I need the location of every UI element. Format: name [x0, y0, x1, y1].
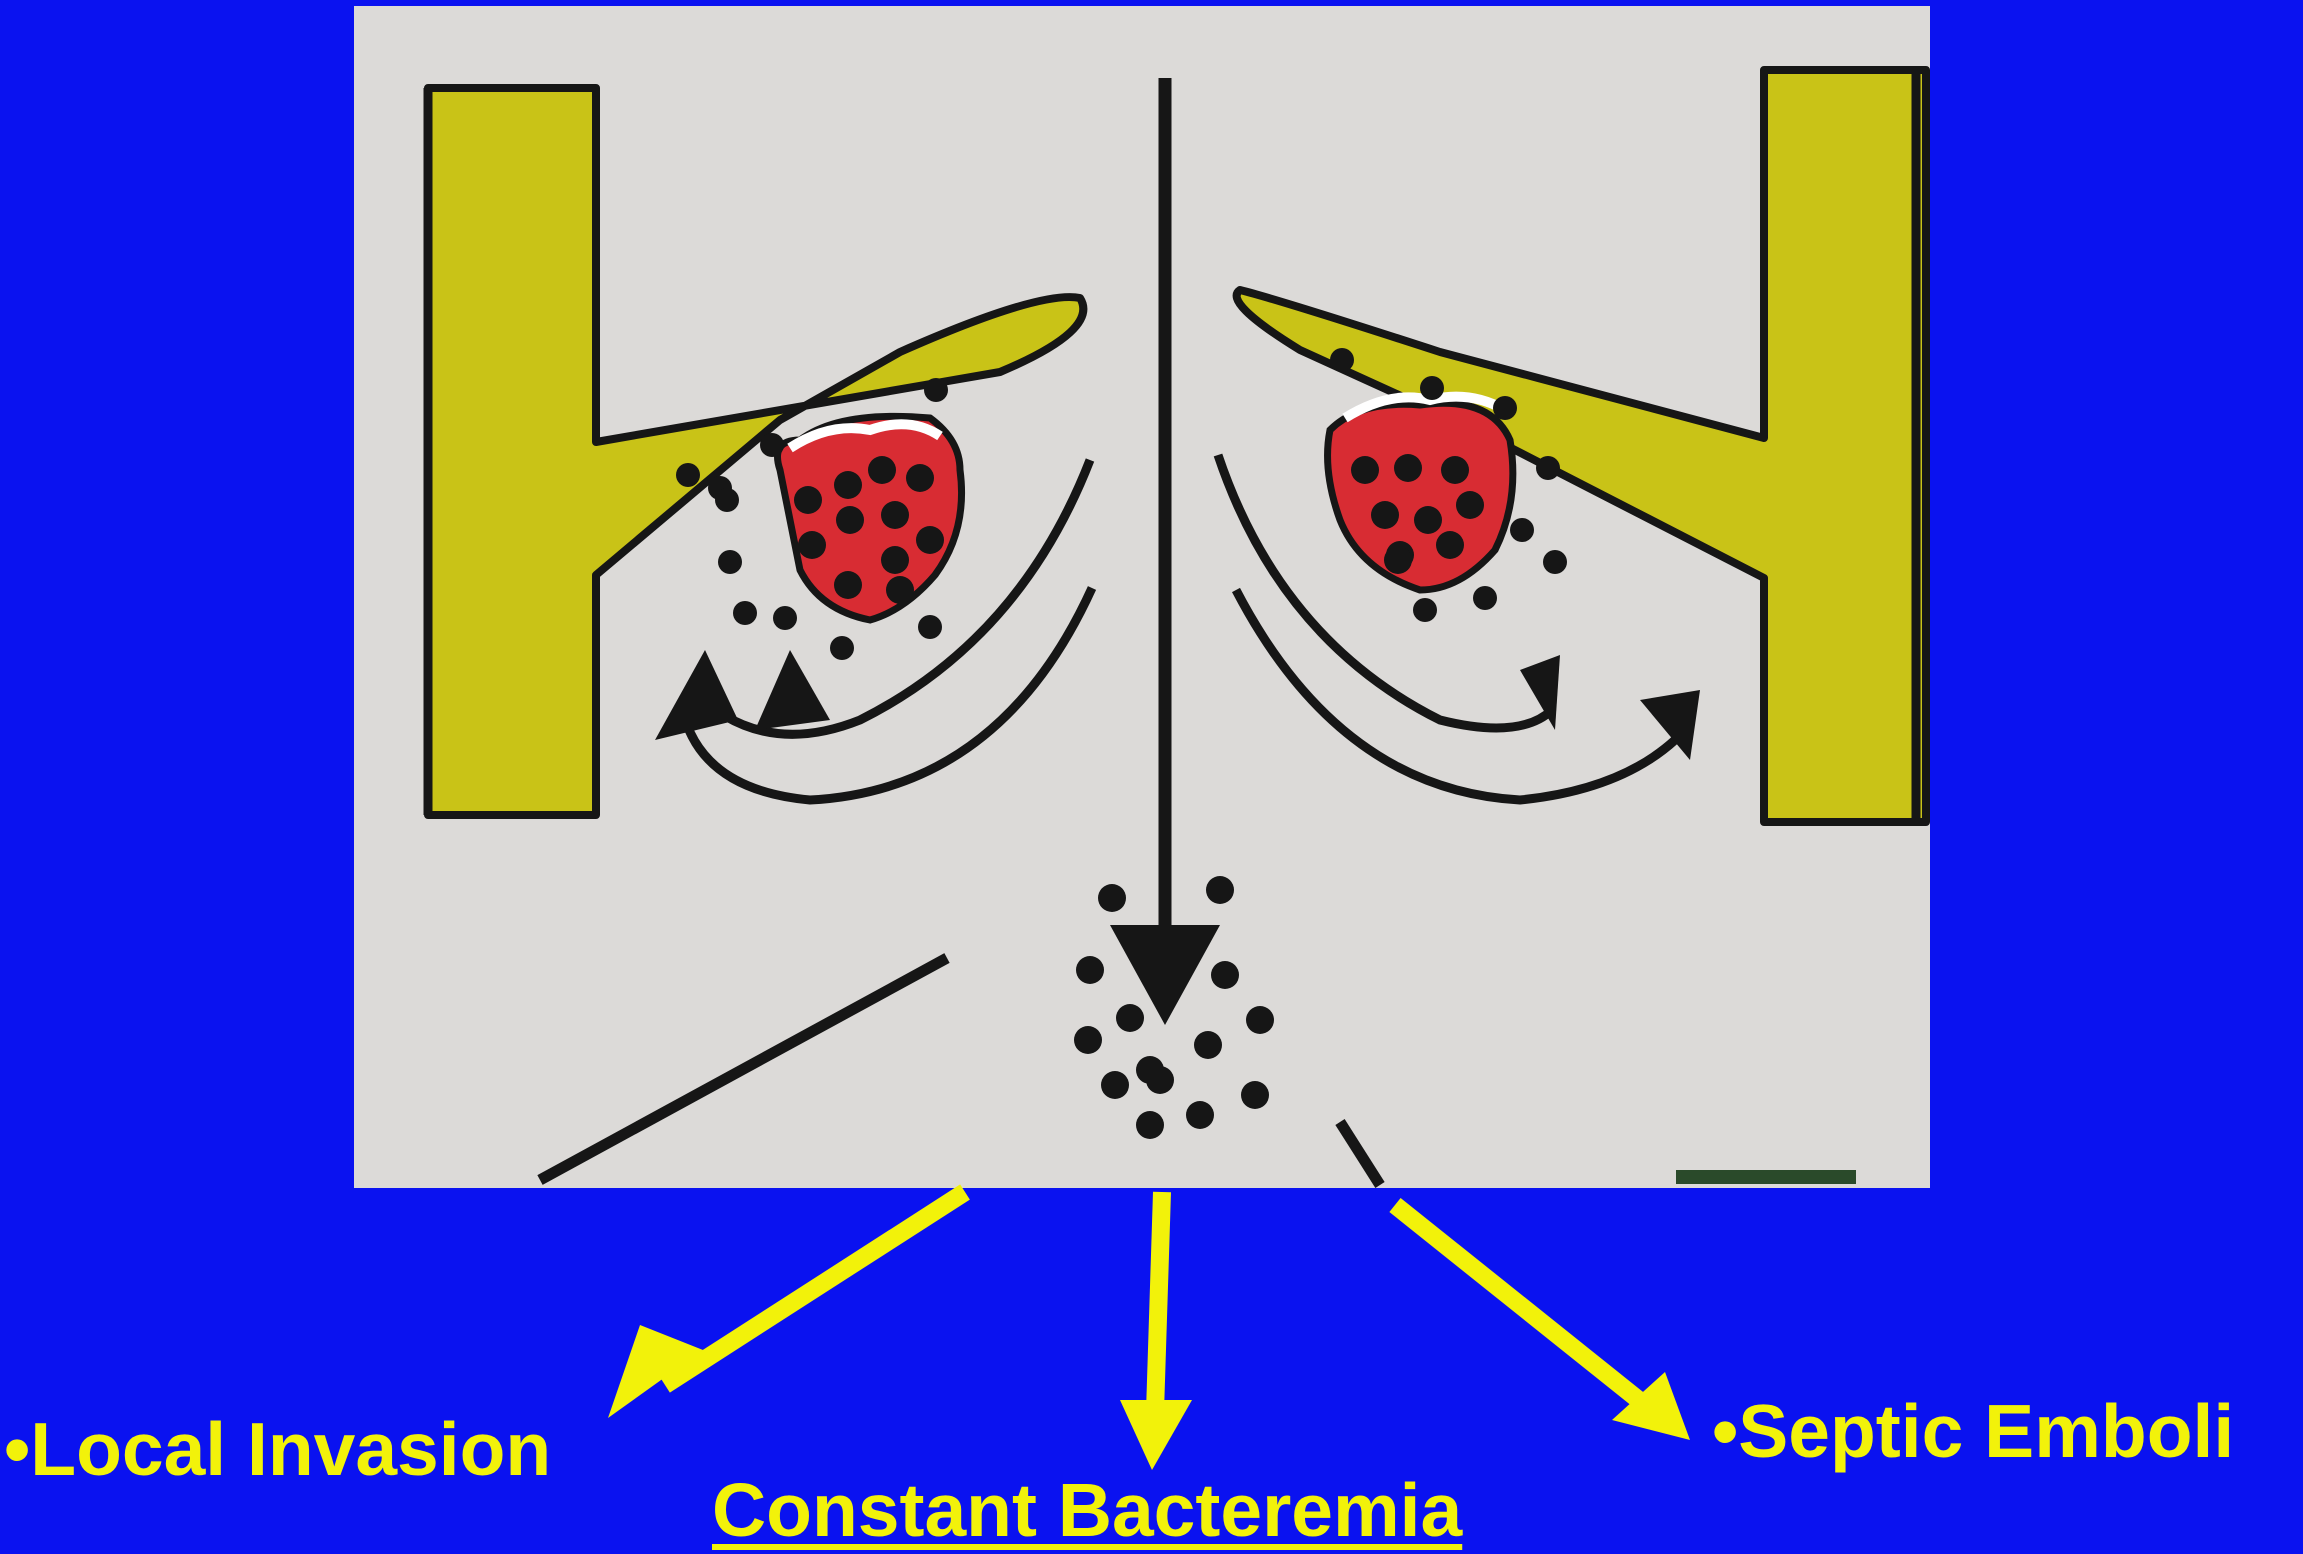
- right-flow-arrows: [1213, 453, 1679, 805]
- arrow-down-left-icon: [608, 1325, 703, 1418]
- bacteria-dots: [676, 348, 1567, 660]
- photo-edge-mark: [1676, 1170, 1856, 1184]
- paper-background: [354, 6, 1930, 1188]
- photo-edge-fragment: [1916, 1100, 1930, 1180]
- left-vessel-wall: [423, 84, 1088, 819]
- left-arrowheads: [655, 650, 830, 740]
- local-invasion-label: •Local Invasion: [4, 1407, 552, 1491]
- septic-emboli-label: •Septic Emboli: [1712, 1389, 2235, 1473]
- yellow-arrowheads: [608, 1325, 1690, 1470]
- yellow-arrows: [660, 1184, 1651, 1413]
- diverging-lines: [537, 953, 1385, 1188]
- right-arrowheads: [1520, 655, 1700, 760]
- right-vegetation: [1324, 391, 1517, 594]
- right-vessel-wall: [1232, 66, 1930, 826]
- center-arrow: [1110, 78, 1220, 1025]
- bacteremia-cluster: [1074, 876, 1274, 1139]
- constant-bacteremia-label: Constant Bacteremia: [712, 1468, 1463, 1552]
- left-flow-arrows: [677, 458, 1097, 805]
- arrow-down-right-icon: [1612, 1372, 1690, 1440]
- arrow-down-icon: [1120, 1400, 1192, 1470]
